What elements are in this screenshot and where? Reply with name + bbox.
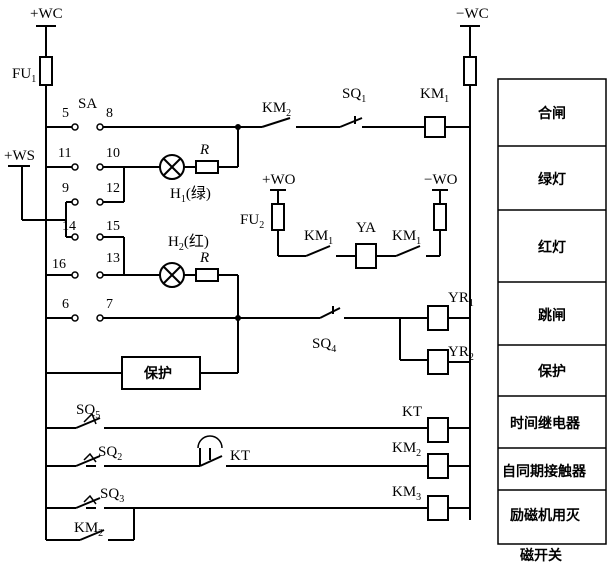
kt-coil — [427, 417, 449, 443]
legend-trip: 跳闸 — [538, 307, 566, 324]
neg-wo-label: −WO — [424, 172, 458, 188]
negative-wc-rail — [460, 25, 480, 520]
trip-circuit — [103, 305, 470, 375]
red-lamp-circuit — [103, 236, 239, 318]
legend-time-relay: 时间继电器 — [510, 415, 581, 432]
h1-label: H1(绿) — [170, 185, 211, 205]
legend-exciter-line2: 磁开关 — [520, 547, 562, 564]
sa-label: SA — [78, 96, 97, 112]
km1b-label: KM1 — [392, 228, 421, 247]
r1-label: R — [199, 142, 209, 158]
wo-auxiliary-circuit — [270, 189, 448, 269]
fu1-label: FU1 — [12, 66, 36, 85]
sq1-label: SQ1 — [342, 86, 366, 105]
green-lamp-circuit — [103, 124, 241, 203]
yr1-label: YR1 — [448, 290, 474, 309]
demagnetize-switch-circuit — [46, 494, 470, 541]
fuse-wc-negative — [463, 56, 477, 86]
sa-left-wiring — [46, 126, 72, 319]
terminal-14: 14 — [62, 219, 76, 234]
terminal-13: 13 — [106, 251, 120, 266]
legend-sync-contactor: 自同期接触器 — [502, 463, 587, 480]
terminal-15: 15 — [106, 219, 120, 234]
terminal-16: 16 — [52, 257, 66, 272]
terminal-10: 10 — [106, 146, 120, 161]
km3-coil-label: KM3 — [392, 484, 421, 503]
km1-coil — [424, 116, 446, 138]
legend-closing: 合闸 — [538, 105, 566, 122]
sq5-label: SQ5 — [76, 402, 100, 421]
km2-label: KM2 — [262, 100, 291, 119]
neg-wc-label: −WC — [456, 6, 489, 22]
pos-wo-label: +WO — [262, 172, 296, 188]
h2-label: H2(红) — [168, 233, 209, 253]
fuse-fu1 — [39, 56, 53, 86]
terminal-8: 8 — [106, 106, 113, 121]
terminal-7: 7 — [106, 297, 113, 312]
protection-circuit — [46, 318, 239, 390]
terminal-6: 6 — [62, 297, 69, 312]
yr2-label: YR2 — [448, 344, 474, 363]
fuse-fu2 — [271, 203, 285, 231]
km3-coil — [427, 495, 449, 521]
positive-ws-source — [8, 165, 66, 221]
closing-circuit — [103, 116, 470, 138]
legend-table — [497, 78, 607, 545]
time-relay-circuit — [46, 412, 470, 443]
km2-coil-label: KM2 — [392, 440, 421, 459]
kt-contact-label: KT — [230, 448, 250, 464]
sq4-label: SQ4 — [312, 336, 336, 355]
legend-protection: 保护 — [537, 363, 566, 380]
kt-coil-label: KT — [402, 404, 422, 420]
fuse-wo-negative — [433, 203, 447, 231]
legend-red-lamp: 红灯 — [538, 239, 566, 256]
sq3-label: SQ3 — [100, 486, 124, 505]
km2-bottom-label: KM2 — [74, 520, 103, 539]
km2-coil — [427, 453, 449, 479]
pos-wc-label: +WC — [30, 6, 63, 22]
legend-exciter-line1: 励磁机用灭 — [510, 507, 581, 524]
protection-block — [121, 356, 201, 390]
positive-wc-rail — [36, 25, 56, 540]
r2-label: R — [199, 250, 209, 266]
pos-ws-label: +WS — [4, 148, 35, 164]
yr1-coil — [427, 305, 449, 331]
terminal-5: 5 — [62, 106, 69, 121]
sq2-label: SQ2 — [98, 444, 122, 463]
terminal-12: 12 — [106, 181, 120, 196]
ya-coil — [355, 243, 377, 269]
protection-label: 保护 — [143, 365, 172, 382]
sa-terminals — [71, 123, 104, 322]
ya-label: YA — [356, 220, 376, 236]
resistor-r2 — [195, 268, 219, 282]
sync-contactor-circuit — [46, 435, 470, 479]
km1a-label: KM1 — [304, 228, 333, 247]
km1-label: KM1 — [420, 86, 449, 105]
yr2-coil — [427, 349, 449, 375]
resistor-r1 — [195, 160, 219, 174]
fu2-label: FU2 — [240, 212, 264, 231]
legend-green-lamp: 绿灯 — [538, 171, 566, 188]
terminal-9: 9 — [62, 181, 69, 196]
terminal-11: 11 — [58, 146, 71, 161]
